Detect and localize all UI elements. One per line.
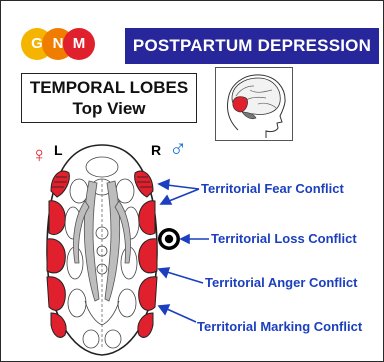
marking-conflict-label: Territorial Marking Conflict <box>197 319 362 334</box>
loss-conflict-label: Territorial Loss Conflict <box>211 231 357 246</box>
fear-conflict-label: Territorial Fear Conflict <box>201 181 344 196</box>
conflict-target-icon <box>158 228 180 250</box>
anger-conflict-label: Territorial Anger Conflict <box>205 275 357 290</box>
